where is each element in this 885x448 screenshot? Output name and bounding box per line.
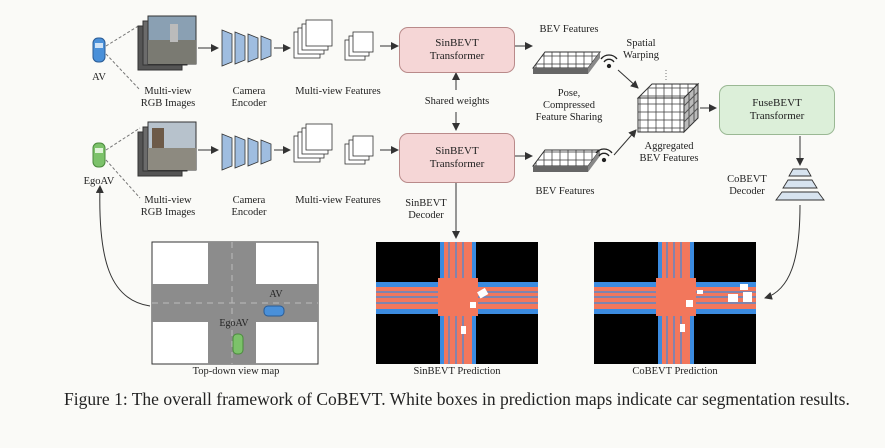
- egoav-car-icon: [92, 142, 106, 168]
- camera-encoder-bottom-line1: Camera: [232, 195, 266, 206]
- multiview-rgb-top-label: Multi-view RGB Images: [134, 86, 202, 110]
- multiview-features-top-label: Multi-view Features: [295, 86, 381, 97]
- bev-features-bottom-label: BEV Features: [535, 186, 595, 197]
- sinbevt-top-line1: SinBEVT: [435, 37, 479, 49]
- cobevt-decoder-line2: Decoder: [729, 186, 765, 197]
- multiview-features-top: [293, 19, 374, 61]
- sinbevt-decoder-line1: SinBEVT: [405, 198, 447, 209]
- spatial-warping-line2: Warping: [623, 50, 659, 61]
- sinbevt-decoder-line2: Decoder: [408, 210, 444, 221]
- rgb-image-stack-bottom: [137, 121, 197, 177]
- bev-features-top-label: BEV Features: [539, 24, 599, 35]
- map-av-car-icon: [263, 305, 285, 317]
- av-label: AV: [92, 72, 106, 83]
- camera-encoder-bottom-line2: Encoder: [231, 207, 267, 218]
- multiview-rgb-bottom-line2: RGB Images: [140, 207, 196, 218]
- cobevt-decoder-icon: [775, 168, 825, 201]
- figure-caption: Figure 1: The overall framework of CoBEV…: [64, 389, 850, 409]
- aggregated-bev-cube: [636, 70, 700, 134]
- fov-lines: [105, 24, 141, 199]
- sinbevt-prediction-map: [376, 242, 538, 364]
- camera-encoder-top: [221, 29, 272, 67]
- aggregated-bev-label: Aggregated BEV Features: [626, 141, 712, 165]
- pose-sharing-line2: Compressed: [543, 100, 595, 111]
- rgb-image-stack-top: [137, 15, 197, 71]
- camera-encoder-bottom: [221, 133, 272, 171]
- map-egoav-car-icon: [232, 333, 244, 355]
- sinbevt-decoder-label: SinBEVT Decoder: [400, 198, 452, 222]
- map-av-label: AV: [269, 289, 283, 300]
- av-car-icon: [92, 37, 106, 63]
- camera-encoder-top-line1: Camera: [232, 86, 266, 97]
- cobevt-prediction-map: [594, 242, 756, 364]
- camera-encoder-top-label: Camera Encoder: [222, 86, 276, 110]
- camera-encoder-top-line2: Encoder: [231, 98, 267, 109]
- multiview-features-bottom-label: Multi-view Features: [295, 195, 381, 206]
- cobevt-decoder-label: CoBEVT Decoder: [718, 174, 776, 198]
- topdown-map: [151, 241, 319, 365]
- bev-features-bottom-grid: [532, 149, 601, 172]
- pose-sharing-line3: Feature Sharing: [535, 112, 603, 123]
- bev-features-top-grid: [532, 51, 601, 74]
- multiview-rgb-bottom-line1: Multi-view: [144, 195, 192, 206]
- aggregated-line1: Aggregated: [644, 141, 694, 152]
- spatial-warping-line1: Spatial: [626, 38, 656, 49]
- wireless-icon-top: [600, 54, 618, 69]
- sinbevt-prediction-caption: SinBEVT Prediction: [413, 366, 501, 377]
- multiview-features-bottom: [293, 123, 374, 165]
- wireless-icon-bottom: [595, 148, 613, 163]
- map-egoav-label: EgoAV: [219, 318, 249, 329]
- multiview-rgb-top-line1: Multi-view: [144, 86, 192, 97]
- cobevt-decoder-line1: CoBEVT: [727, 174, 767, 185]
- egoav-label: EgoAV: [83, 176, 115, 187]
- sinbevt-bottom-line1: SinBEVT: [435, 145, 479, 157]
- shared-weights-label: Shared weights: [424, 96, 490, 107]
- fusebevt-line1: FuseBEVT: [752, 97, 802, 109]
- pose-sharing-line1: Pose,: [557, 88, 581, 99]
- multiview-rgb-bottom-label: Multi-view RGB Images: [134, 195, 202, 219]
- cobevt-prediction-caption: CoBEVT Prediction: [632, 366, 718, 377]
- sinbevt-top-line2: Transformer: [429, 50, 485, 62]
- multiview-rgb-top-line2: RGB Images: [140, 98, 196, 109]
- aggregated-line2: BEV Features: [639, 153, 699, 164]
- spatial-warping-label: Spatial Warping: [612, 38, 670, 62]
- topdown-caption: Top-down view map: [192, 366, 280, 377]
- fusebevt-line2: Transformer: [749, 110, 805, 122]
- pose-sharing-label: Pose, Compressed Feature Sharing: [524, 88, 614, 124]
- camera-encoder-bottom-label: Camera Encoder: [222, 195, 276, 219]
- sinbevt-bottom-line2: Transformer: [429, 158, 485, 170]
